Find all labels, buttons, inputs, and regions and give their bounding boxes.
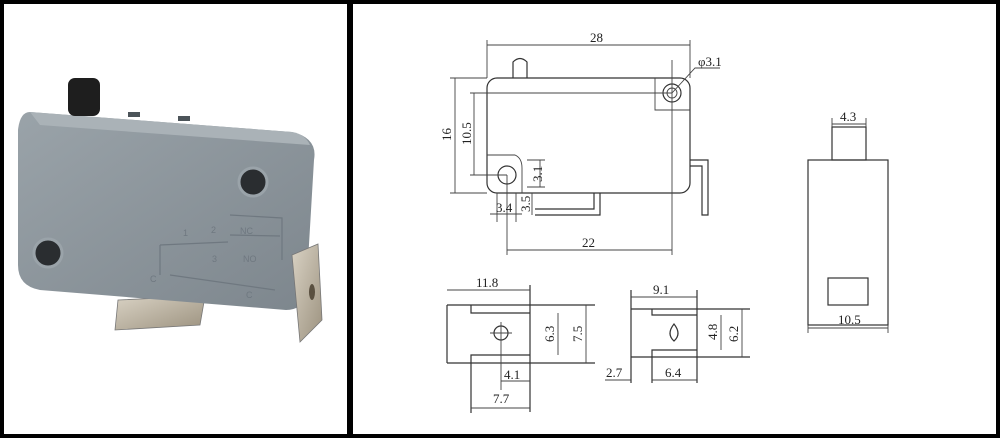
svg-text:4.1: 4.1	[504, 367, 520, 382]
technical-drawing-panel: 28 φ3.1 16 10.5 3.1 3.4 3.5 22 4.3 10.5 …	[353, 4, 996, 434]
svg-text:NC: NC	[240, 226, 253, 236]
svg-text:2: 2	[211, 225, 216, 235]
svg-text:9.1: 9.1	[653, 282, 669, 297]
micro-switch-photo: 1 2 3 NC NO C C	[18, 78, 323, 343]
svg-text:3.1: 3.1	[530, 166, 545, 182]
svg-text:6.4: 6.4	[665, 365, 682, 380]
product-photo-panel: 1 2 3 NC NO C C	[4, 4, 347, 434]
svg-text:11.8: 11.8	[476, 275, 498, 290]
svg-text:4.8: 4.8	[705, 324, 720, 340]
top-slot	[178, 116, 190, 121]
svg-text:7.7: 7.7	[493, 391, 510, 406]
svg-text:6.3: 6.3	[542, 326, 557, 342]
svg-text:10.5: 10.5	[459, 122, 474, 145]
front-view: 28 φ3.1 16 10.5 3.1 3.4 3.5 22	[439, 30, 722, 255]
plunger	[68, 78, 100, 116]
side-terminal	[291, 243, 323, 343]
svg-text:φ3.1: φ3.1	[698, 54, 722, 69]
svg-text:22: 22	[582, 235, 595, 250]
svg-text:6.2: 6.2	[726, 326, 741, 342]
svg-text:10.5: 10.5	[838, 312, 861, 327]
svg-text:1: 1	[183, 228, 188, 238]
svg-text:3.4: 3.4	[496, 200, 513, 215]
svg-text:7.5: 7.5	[570, 326, 585, 342]
svg-text:4.3: 4.3	[840, 109, 856, 124]
top-slot	[128, 112, 140, 117]
mount-hole-left	[32, 237, 64, 269]
svg-text:3.5: 3.5	[518, 196, 533, 212]
svg-text:C: C	[150, 274, 157, 284]
switch-body	[18, 112, 315, 310]
svg-text:NO: NO	[243, 254, 257, 264]
dimension-drawing: 28 φ3.1 16 10.5 3.1 3.4 3.5 22 4.3 10.5 …	[439, 30, 889, 413]
svg-text:28: 28	[590, 30, 603, 45]
svg-text:16: 16	[439, 128, 454, 142]
switch-top-face	[30, 112, 310, 145]
mount-hole-right	[237, 166, 269, 198]
terminal-a-view: 11.8 6.3 7.5 4.1 7.7	[446, 275, 595, 413]
side-view: 4.3 10.5	[807, 109, 889, 333]
svg-text:2.7: 2.7	[606, 365, 623, 380]
svg-text:3: 3	[212, 254, 217, 264]
terminal-b-view: 9.1 4.8 6.2 2.7 6.4	[605, 282, 750, 383]
svg-text:C: C	[246, 290, 253, 300]
